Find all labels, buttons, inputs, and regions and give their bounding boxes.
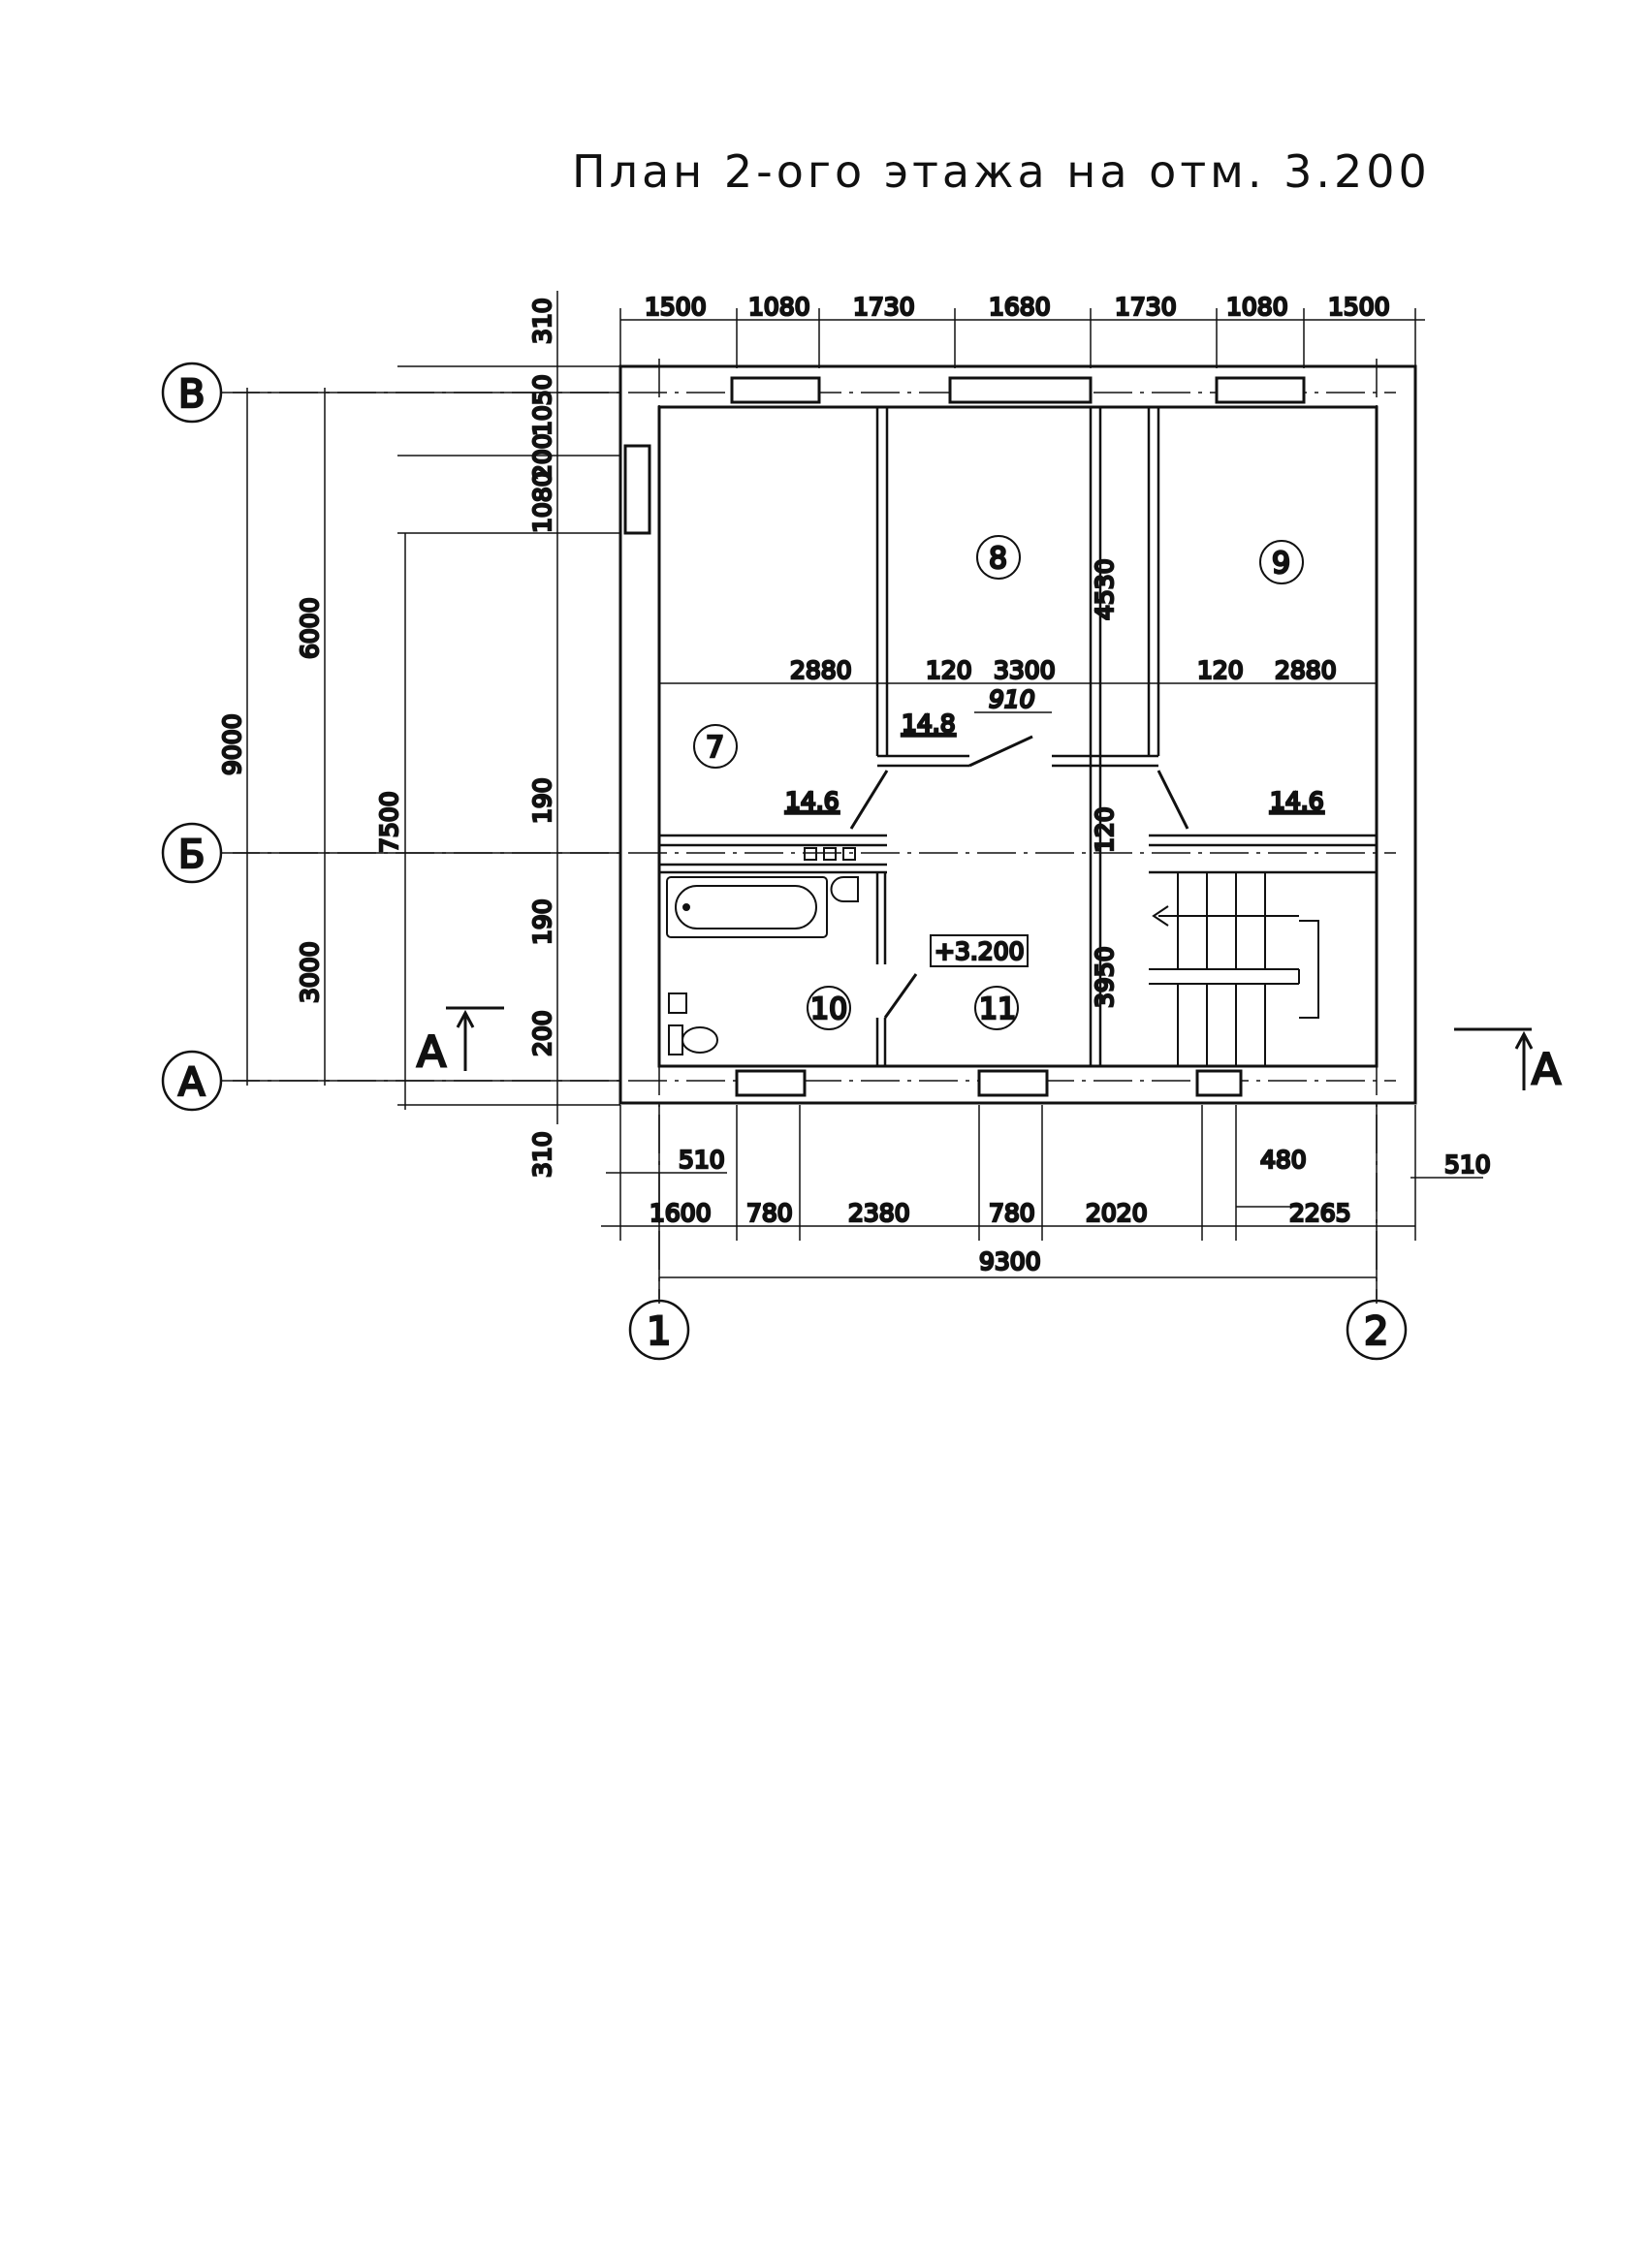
dim-int-3950: 3950 (1091, 946, 1119, 1008)
dim-top-7: 1500 (1328, 293, 1390, 321)
dim-top-3: 1730 (853, 293, 915, 321)
bathroom-fixtures (666, 847, 859, 1055)
drawing-title: План 2-ого этажа на отм. 3.200 (572, 145, 1431, 198)
dim-bottom-3: 2380 (848, 1199, 910, 1227)
dim-int-3300: 3300 (994, 656, 1056, 684)
dim-bottom-4: 780 (989, 1199, 1035, 1227)
door-swings (849, 735, 1189, 1019)
dim-top-6: 1080 (1226, 293, 1288, 321)
area-room-7: 14.6 (785, 787, 840, 815)
dim-bottom-480: 480 (1260, 1146, 1307, 1174)
dim-bottom-510-left: 510 (679, 1146, 725, 1174)
outer-walls (618, 364, 1417, 1105)
axis-row-V: В (178, 372, 205, 417)
dim-top-2: 1080 (748, 293, 810, 321)
room-10: 10 (810, 992, 847, 1026)
axis-col-2: 2 (1364, 1309, 1388, 1354)
dim-top-1: 1500 (645, 293, 707, 321)
dim-left-200-bottom: 200 (528, 1010, 556, 1056)
dim-int-4530: 4530 (1091, 558, 1119, 620)
dim-int-2880-left: 2880 (790, 656, 852, 684)
dim-left-310-bottom: 310 (528, 1131, 556, 1178)
dim-left-9000: 9000 (218, 713, 246, 775)
top-dimension-chain (619, 308, 1425, 368)
axis-row-A: А (178, 1060, 206, 1105)
area-room-8: 14.8 (902, 709, 956, 738)
dim-top-5: 1730 (1115, 293, 1177, 321)
dim-bottom-total: 9300 (979, 1247, 1041, 1276)
dim-bottom-6: 2265 (1289, 1199, 1351, 1227)
dim-top-4: 1680 (989, 293, 1051, 321)
dim-left-1080: 1080 (528, 471, 556, 533)
dim-left-7500: 7500 (375, 791, 403, 853)
dim-int-120-left: 120 (926, 656, 972, 684)
dim-left-1050: 1050 (528, 374, 556, 436)
dim-left-6000: 6000 (296, 597, 324, 659)
axis-bubbles (161, 362, 1408, 1361)
room-11: 11 (979, 992, 1016, 1026)
room-markers (693, 535, 1304, 1030)
dim-int-910: 910 (989, 685, 1035, 713)
dim-bottom-510-right: 510 (1444, 1150, 1491, 1179)
area-room-9: 14.6 (1270, 787, 1324, 815)
level-mark-box (930, 934, 1029, 967)
dim-bottom-2: 780 (746, 1199, 793, 1227)
dim-left-200-top: 200 (528, 433, 556, 480)
dim-left-310-top: 310 (528, 298, 556, 344)
axis-col-1: 1 (647, 1309, 671, 1354)
room-7: 7 (706, 731, 724, 765)
level-mark: +3.200 (935, 937, 1025, 965)
section-label-right: А (1532, 1045, 1561, 1094)
dim-left-190-a: 190 (528, 777, 556, 824)
axis-row-B: Б (178, 833, 205, 877)
section-label-left: А (417, 1027, 446, 1077)
dim-int-2880-right: 2880 (1275, 656, 1337, 684)
dim-bottom-1: 1600 (650, 1199, 712, 1227)
dim-left-3000: 3000 (296, 941, 324, 1003)
dim-bottom-5: 2020 (1086, 1199, 1148, 1227)
dim-int-120-vert: 120 (1091, 806, 1119, 853)
dim-int-120-right: 120 (1197, 656, 1244, 684)
left-dimension-chains (233, 291, 620, 1124)
interior-walls (659, 407, 1377, 1068)
room-8: 8 (989, 542, 1007, 576)
room-9: 9 (1272, 547, 1290, 581)
section-markers (446, 1006, 1534, 1090)
bottom-dimension-chain (601, 1105, 1483, 1304)
stair-flight (1149, 872, 1319, 1066)
dim-left-190-b: 190 (528, 898, 556, 945)
interior-dimension-lines (659, 682, 1377, 713)
